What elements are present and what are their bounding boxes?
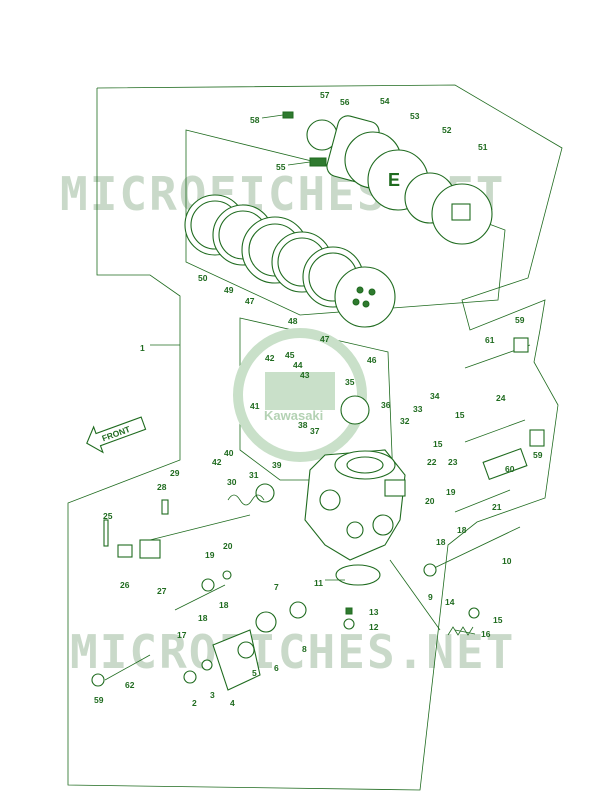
- callout-47: 47: [245, 296, 255, 306]
- callout-23: 23: [448, 457, 458, 467]
- callout-58: 58: [250, 115, 260, 125]
- leader-lines: [150, 344, 476, 635]
- logo-text: Kawasaki: [264, 408, 323, 423]
- callout-53: 53: [410, 111, 420, 121]
- plate-46: [334, 266, 396, 328]
- callout-22: 22: [427, 457, 437, 467]
- callout-16: 16: [481, 629, 491, 639]
- callout-60: 60: [505, 464, 515, 474]
- callout-38: 38: [298, 420, 308, 430]
- callout-27: 27: [157, 586, 167, 596]
- callout-6: 6: [274, 663, 279, 673]
- callout-13: 13: [369, 607, 379, 617]
- linkage-parts: [91, 483, 307, 691]
- callout-51: 51: [478, 142, 488, 152]
- callout-49: 49: [224, 285, 234, 295]
- callout-7: 7: [274, 582, 279, 592]
- callout-42: 42: [212, 457, 222, 467]
- callout-9: 9: [428, 592, 433, 602]
- callout-32: 32: [400, 416, 410, 426]
- callout-15: 15: [433, 439, 443, 449]
- callout-10: 10: [502, 556, 512, 566]
- kawasaki-logo: Kawasaki: [233, 328, 367, 462]
- callout-4: 4: [230, 698, 235, 708]
- callout-21: 21: [492, 502, 502, 512]
- callout-31: 31: [249, 470, 259, 480]
- callout-41: 41: [250, 401, 260, 411]
- callout-35: 35: [345, 377, 355, 387]
- callout-39: 39: [272, 460, 282, 470]
- callout-19: 19: [446, 487, 456, 497]
- callout-61: 61: [485, 335, 495, 345]
- callout-11: 11: [314, 578, 323, 588]
- front-arrow: FRONT: [86, 416, 147, 454]
- callout-20: 20: [425, 496, 435, 506]
- callout-15: 15: [493, 615, 503, 625]
- callout-28: 28: [157, 482, 167, 492]
- callout-2: 2: [192, 698, 197, 708]
- float-11: [335, 564, 381, 586]
- diaphragm-35: [340, 395, 370, 425]
- callout-24: 24: [496, 393, 506, 403]
- callout-25: 25: [103, 511, 113, 521]
- callout-54: 54: [380, 96, 390, 106]
- callout-47: 47: [320, 334, 330, 344]
- callout-48: 48: [288, 316, 298, 326]
- callout-12: 12: [369, 622, 379, 632]
- callout-43: 43: [300, 370, 310, 380]
- carburetor-body: [304, 449, 406, 561]
- callout-37: 37: [310, 426, 320, 436]
- callout-3: 3: [210, 690, 215, 700]
- callout-56: 56: [340, 97, 350, 107]
- callout-20: 20: [223, 541, 233, 551]
- callout-55: 55: [276, 162, 286, 172]
- svg-text:E: E: [388, 170, 400, 190]
- callout-14: 14: [445, 597, 455, 607]
- callout-30: 30: [227, 477, 237, 487]
- assembly-outline: [67, 84, 563, 791]
- callout-59: 59: [515, 315, 525, 325]
- callout-44: 44: [293, 360, 303, 370]
- callout-59: 59: [94, 695, 104, 705]
- callout-33: 33: [413, 404, 423, 414]
- callout-17: 17: [177, 630, 187, 640]
- callout-8: 8: [302, 644, 307, 654]
- callout-36: 36: [381, 400, 391, 410]
- callout-50: 50: [198, 273, 208, 283]
- callout-19: 19: [205, 550, 215, 560]
- shaft-parts: [343, 337, 545, 636]
- watermark-bottom: MICROFICHES.NET: [70, 625, 515, 679]
- cover-stack: E: [261, 111, 493, 245]
- callout-18: 18: [198, 613, 208, 623]
- callout-40: 40: [224, 448, 234, 458]
- callout-62: 62: [125, 680, 135, 690]
- callout-59: 59: [533, 450, 543, 460]
- callout-18: 18: [457, 525, 467, 535]
- callout-26: 26: [120, 580, 130, 590]
- callout-52: 52: [442, 125, 452, 135]
- callout-45: 45: [285, 350, 295, 360]
- callout-57: 57: [320, 90, 330, 100]
- callout-34: 34: [430, 391, 440, 401]
- callout-1: 1: [140, 343, 145, 353]
- callout-18: 18: [436, 537, 446, 547]
- callout-29: 29: [170, 468, 180, 478]
- callout-5: 5: [252, 668, 257, 678]
- callout-15: 15: [455, 410, 465, 420]
- callout-46: 46: [367, 355, 377, 365]
- diaphragm-stack: [184, 194, 396, 328]
- callout-18: 18: [219, 600, 229, 610]
- callout-42: 42: [265, 353, 275, 363]
